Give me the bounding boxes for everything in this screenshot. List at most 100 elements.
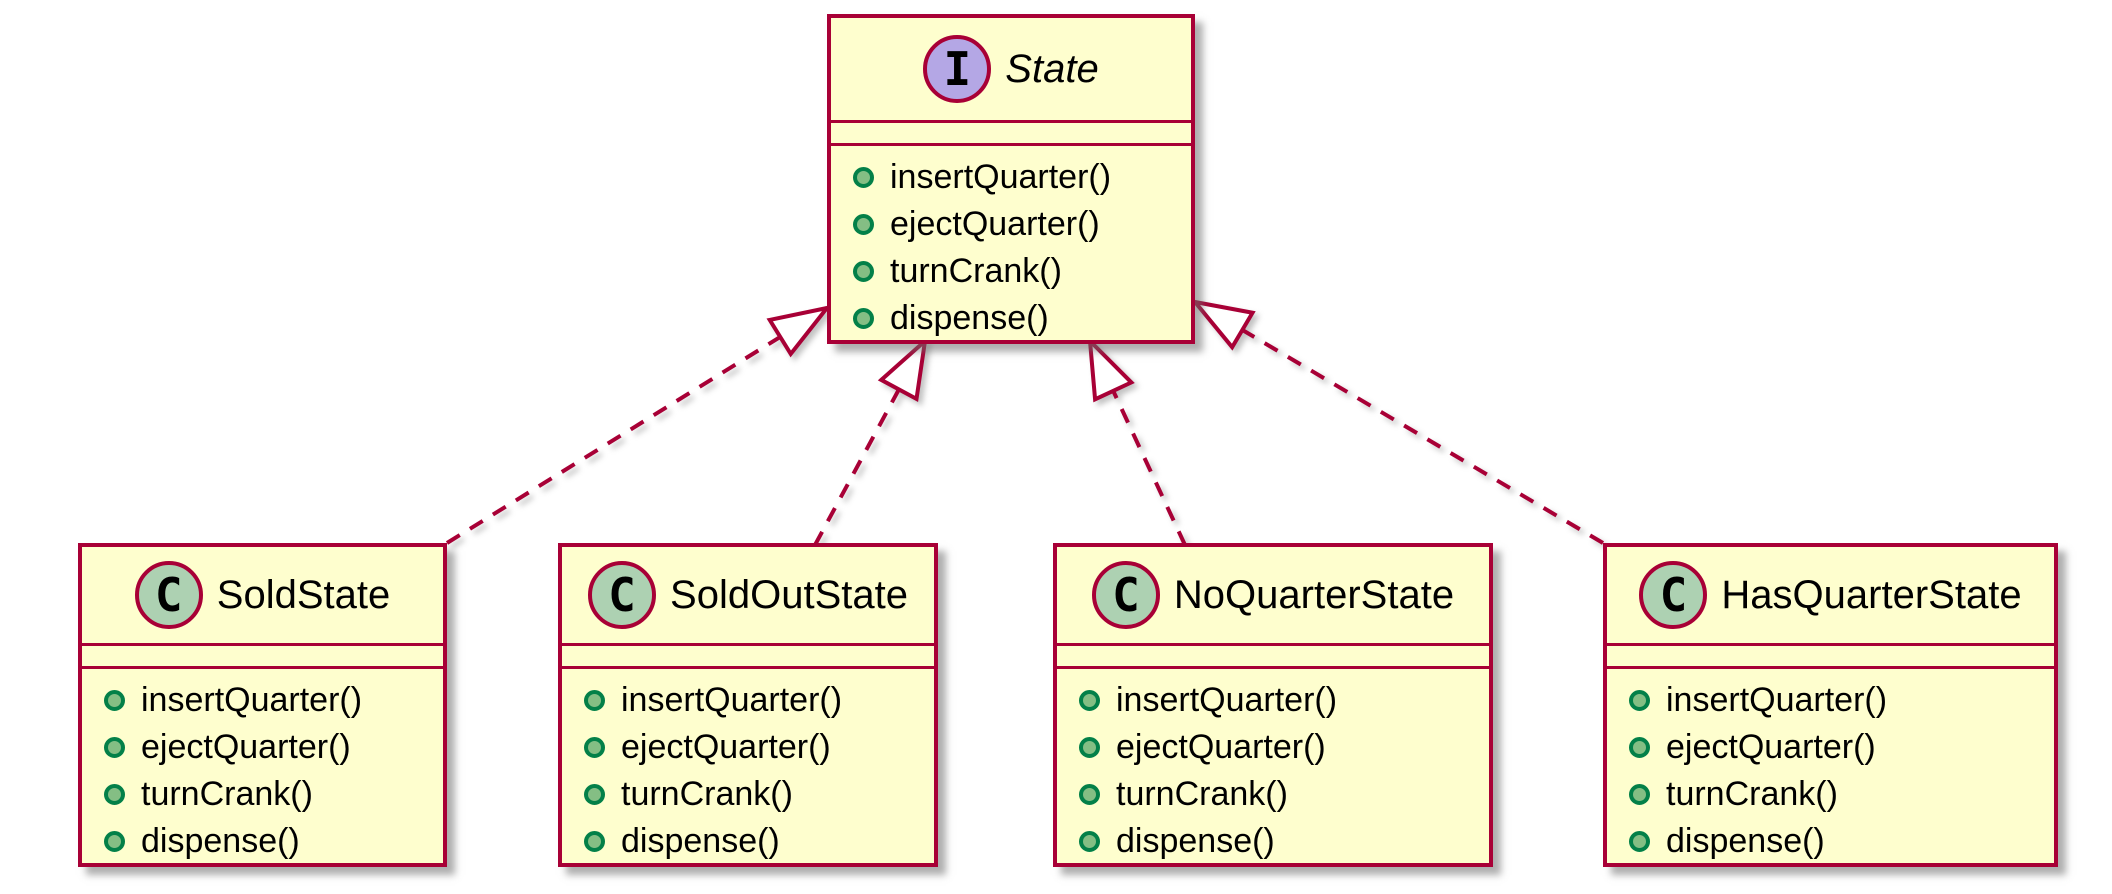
- method-item: ejectQuarter(): [853, 201, 1191, 248]
- interface-icon: I: [923, 35, 992, 103]
- methods-compartment: insertQuarter() ejectQuarter() turnCrank…: [562, 669, 934, 865]
- method-label: insertQuarter(): [1666, 681, 1888, 719]
- class-name: NoQuarterState: [1173, 572, 1455, 617]
- method-label: turnCrank(): [621, 775, 793, 813]
- realization-arrow-soldoutstate-to-state: [813, 335, 928, 546]
- method-label: dispense(): [621, 822, 780, 860]
- class-icon: C: [1639, 561, 1708, 629]
- method-label: insertQuarter(): [621, 681, 843, 719]
- method-label: dispense(): [141, 822, 300, 860]
- public-method-icon: [584, 690, 605, 711]
- methods-compartment: insertQuarter() ejectQuarter() turnCrank…: [1607, 669, 2054, 865]
- method-item: turnCrank(): [584, 771, 934, 818]
- method-label: dispense(): [1116, 822, 1275, 860]
- method-item: dispense(): [1079, 818, 1489, 865]
- public-method-icon: [1629, 784, 1650, 805]
- method-item: dispense(): [1629, 818, 2054, 865]
- method-item: turnCrank(): [1629, 771, 2054, 818]
- method-item: insertQuarter(): [584, 677, 934, 724]
- method-label: turnCrank(): [1666, 775, 1838, 813]
- public-method-icon: [1629, 831, 1650, 852]
- method-label: ejectQuarter(): [141, 728, 351, 766]
- methods-compartment: insertQuarter() ejectQuarter() turnCrank…: [1057, 669, 1489, 865]
- public-method-icon: [1629, 690, 1650, 711]
- realization-arrow-soldstate-to-state: [445, 304, 832, 545]
- method-item: insertQuarter(): [104, 677, 443, 724]
- class-box-noquarterstate: C NoQuarterState insertQuarter() ejectQu…: [1053, 543, 1493, 867]
- class-header: C SoldOutState: [562, 547, 934, 643]
- class-letter: C: [1112, 568, 1140, 622]
- realization-arrow-noquarterstate-to-state: [1087, 335, 1187, 546]
- method-item: dispense(): [104, 818, 443, 865]
- class-name: HasQuarterState: [1721, 572, 2022, 617]
- method-item: turnCrank(): [104, 771, 443, 818]
- public-method-icon: [1079, 784, 1100, 805]
- fields-compartment: [831, 120, 1191, 146]
- public-method-icon: [1629, 737, 1650, 758]
- fields-compartment: [562, 643, 934, 669]
- class-letter: C: [608, 568, 636, 622]
- interface-letter: I: [943, 42, 972, 96]
- method-item: turnCrank(): [1079, 771, 1489, 818]
- method-label: ejectQuarter(): [1116, 728, 1326, 766]
- method-label: turnCrank(): [141, 775, 313, 813]
- fields-compartment: [82, 643, 443, 669]
- method-label: turnCrank(): [1116, 775, 1288, 813]
- method-item: ejectQuarter(): [1629, 724, 2054, 771]
- public-method-icon: [104, 737, 125, 758]
- public-method-icon: [853, 261, 874, 282]
- class-letter: C: [154, 568, 183, 622]
- class-header: I State: [831, 18, 1191, 120]
- interface-name: State: [1005, 46, 1099, 91]
- method-label: insertQuarter(): [890, 158, 1112, 196]
- method-label: turnCrank(): [890, 252, 1062, 290]
- method-label: dispense(): [1666, 822, 1825, 860]
- method-item: insertQuarter(): [1079, 677, 1489, 724]
- class-name: SoldOutState: [670, 572, 908, 617]
- class-header: C NoQuarterState: [1057, 547, 1489, 643]
- method-item: ejectQuarter(): [104, 724, 443, 771]
- interface-box-state: I State insertQuarter() ejectQuarter() t…: [827, 14, 1195, 344]
- method-item: dispense(): [584, 818, 934, 865]
- class-icon: C: [1091, 561, 1160, 629]
- method-item: dispense(): [853, 295, 1191, 342]
- public-method-icon: [1079, 690, 1100, 711]
- method-item: insertQuarter(): [1629, 677, 2054, 724]
- class-name: SoldState: [216, 572, 391, 617]
- class-box-soldstate: C SoldState insertQuarter() ejectQuarter…: [78, 543, 447, 867]
- method-label: ejectQuarter(): [890, 205, 1100, 243]
- method-label: insertQuarter(): [1116, 681, 1338, 719]
- class-header: C SoldState: [82, 547, 443, 643]
- public-method-icon: [853, 308, 874, 329]
- method-item: ejectQuarter(): [584, 724, 934, 771]
- public-method-icon: [104, 831, 125, 852]
- method-label: dispense(): [890, 299, 1049, 337]
- class-box-hasquarterstate: C HasQuarterState insertQuarter() ejectQ…: [1603, 543, 2058, 867]
- public-method-icon: [104, 784, 125, 805]
- method-item: insertQuarter(): [853, 154, 1191, 201]
- public-method-icon: [853, 214, 874, 235]
- methods-compartment: insertQuarter() ejectQuarter() turnCrank…: [831, 146, 1191, 342]
- method-label: insertQuarter(): [141, 681, 363, 719]
- fields-compartment: [1057, 643, 1489, 669]
- public-method-icon: [584, 784, 605, 805]
- realization-arrow-hasquarterstate-to-state: [1189, 299, 1605, 545]
- class-letter: C: [1659, 568, 1688, 622]
- methods-compartment: insertQuarter() ejectQuarter() turnCrank…: [82, 669, 443, 865]
- class-icon: C: [134, 561, 203, 629]
- method-label: ejectQuarter(): [621, 728, 831, 766]
- public-method-icon: [584, 831, 605, 852]
- class-header: C HasQuarterState: [1607, 547, 2054, 643]
- method-label: ejectQuarter(): [1666, 728, 1876, 766]
- fields-compartment: [1607, 643, 2054, 669]
- method-item: turnCrank(): [853, 248, 1191, 295]
- public-method-icon: [853, 167, 874, 188]
- public-method-icon: [1079, 831, 1100, 852]
- method-item: ejectQuarter(): [1079, 724, 1489, 771]
- class-icon: C: [588, 561, 657, 629]
- public-method-icon: [584, 737, 605, 758]
- public-method-icon: [1079, 737, 1100, 758]
- public-method-icon: [104, 690, 125, 711]
